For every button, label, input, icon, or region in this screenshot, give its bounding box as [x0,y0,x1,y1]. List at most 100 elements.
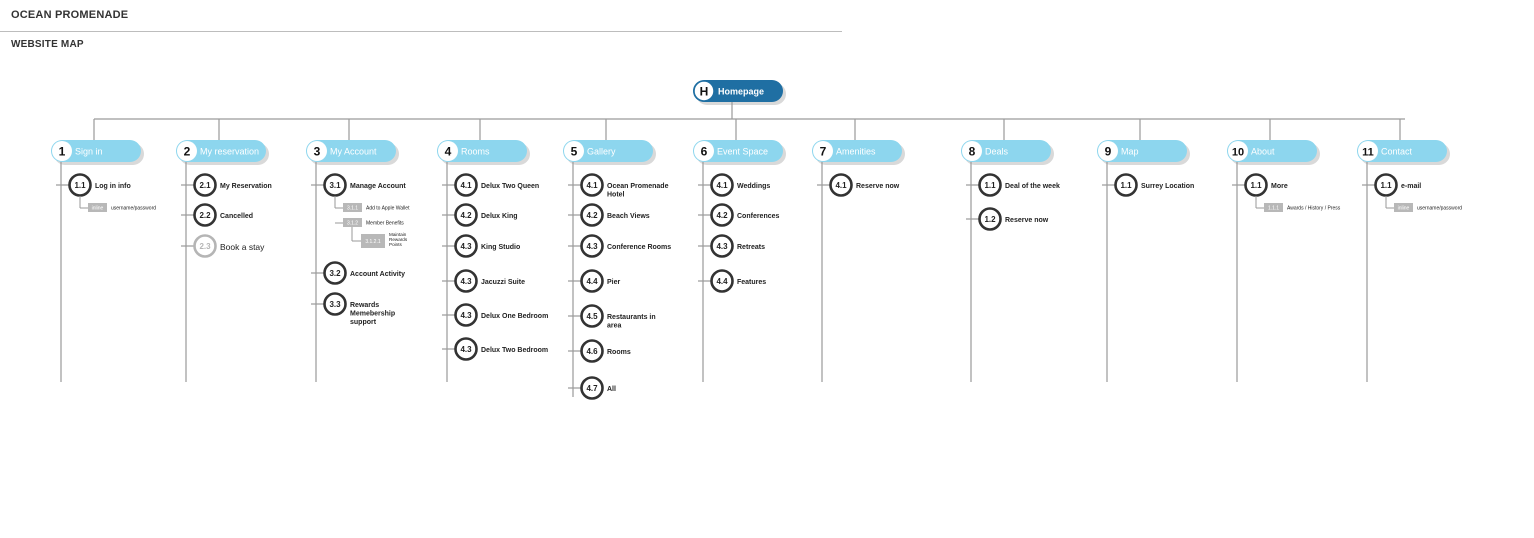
page-node[interactable] [323,292,347,316]
page-node[interactable] [1114,173,1138,197]
section-badge [1358,141,1378,161]
page-node[interactable] [710,234,734,258]
subpage-tag-text: inline [1398,206,1410,212]
section-number: 5 [571,145,578,159]
page-node[interactable] [454,269,478,293]
page-label: Beach Views [607,213,650,220]
page-label: My Reservation [220,183,272,190]
homepage-label: Homepage [718,87,764,97]
subpage-tag-text: 3.1.2 [347,221,358,227]
section-badge [177,141,197,161]
page-number: 4.3 [586,242,598,251]
page-node[interactable] [580,173,604,197]
page-node[interactable] [710,269,734,293]
section-number: 11 [1362,147,1374,159]
page-node[interactable] [829,173,853,197]
page-label: Manage Account [350,183,406,190]
page-number: 3.3 [329,300,341,309]
section-badge [1228,141,1248,161]
page-number: 4.3 [716,242,728,251]
page-node[interactable] [580,203,604,227]
page-node[interactable] [323,261,347,285]
page-label: e-mail [1401,183,1421,190]
page-node[interactable] [193,173,217,197]
section-node-gallery[interactable] [563,140,653,162]
page-node[interactable] [710,203,734,227]
page-node[interactable] [323,173,347,197]
page-number: 4.2 [586,211,598,220]
section-node-contact[interactable] [1357,140,1447,162]
section-number: 4 [445,145,452,159]
page-node[interactable] [193,203,217,227]
section-node-map[interactable] [1097,140,1187,162]
subpage-tag-text: inline [92,206,104,212]
section-node-my-reservation[interactable] [176,140,266,162]
subpage-tag[interactable] [88,203,107,212]
section-label: My reservation [200,147,259,157]
page-number: 4.3 [460,242,472,251]
section-badge [962,141,982,161]
page-node[interactable] [580,339,604,363]
page-node[interactable] [710,173,734,197]
section-node-amenities[interactable] [812,140,902,162]
page-node[interactable] [68,173,92,197]
section-node-event-space[interactable] [693,140,783,162]
page-title: WEBSITE MAP [11,39,84,50]
subpage-label: username/password [111,206,156,212]
page-label: Cancelled [220,213,253,220]
section-node-deals[interactable] [961,140,1051,162]
section-badge [564,141,584,161]
subpage-tag[interactable] [343,218,362,227]
section-number: 8 [969,145,976,159]
page-label: King Studio [481,244,520,251]
page-node[interactable] [454,173,478,197]
page-node[interactable] [454,303,478,327]
section-badge [52,141,72,161]
subpage-tag[interactable] [1394,203,1413,212]
subpage-tag-text: 1.1.1 [1268,206,1279,212]
page-number: 4.1 [835,181,847,190]
page-node[interactable] [1244,173,1268,197]
page-node[interactable] [454,203,478,227]
subpage-tag[interactable] [1264,203,1283,212]
page-number: 4.2 [460,211,472,220]
section-node-rooms[interactable] [437,140,527,162]
section-label: Gallery [587,147,616,157]
page-node[interactable] [454,234,478,258]
page-node[interactable] [978,173,1002,197]
section-label: My Account [330,147,377,157]
homepage-node[interactable] [693,80,783,102]
page-node[interactable] [1374,173,1398,197]
page-number: 1.1 [984,181,996,190]
page-node[interactable] [454,337,478,361]
page-node[interactable] [978,207,1002,231]
page-number: 4.4 [586,277,598,286]
page-label: Retreats [737,244,765,251]
page-node[interactable] [193,234,217,258]
page-number: 1.1 [1120,181,1132,190]
page-number: 1.1 [1250,181,1262,190]
page-number: 4.1 [586,181,598,190]
homepage-badge [693,80,715,102]
section-node-sign-in[interactable] [51,140,141,162]
page-node[interactable] [580,304,604,328]
subpage-tag-text: 3.1.1 [347,206,358,212]
section-node-about[interactable] [1227,140,1317,162]
section-label: Event Space [717,147,768,157]
subpage-tag[interactable] [343,203,362,212]
section-node-my-account[interactable] [306,140,396,162]
section-label: Rooms [461,147,490,157]
page-label: Log in info [95,183,131,190]
page-number: 4.5 [586,312,598,321]
page-node[interactable] [580,234,604,258]
section-label: About [1251,147,1275,157]
section-number: 3 [314,145,321,159]
section-badge [694,141,714,161]
page-node[interactable] [580,376,604,400]
section-badge [438,141,458,161]
page-node[interactable] [580,269,604,293]
section-number: 6 [701,145,708,159]
subsubpage-tag[interactable] [361,234,385,248]
